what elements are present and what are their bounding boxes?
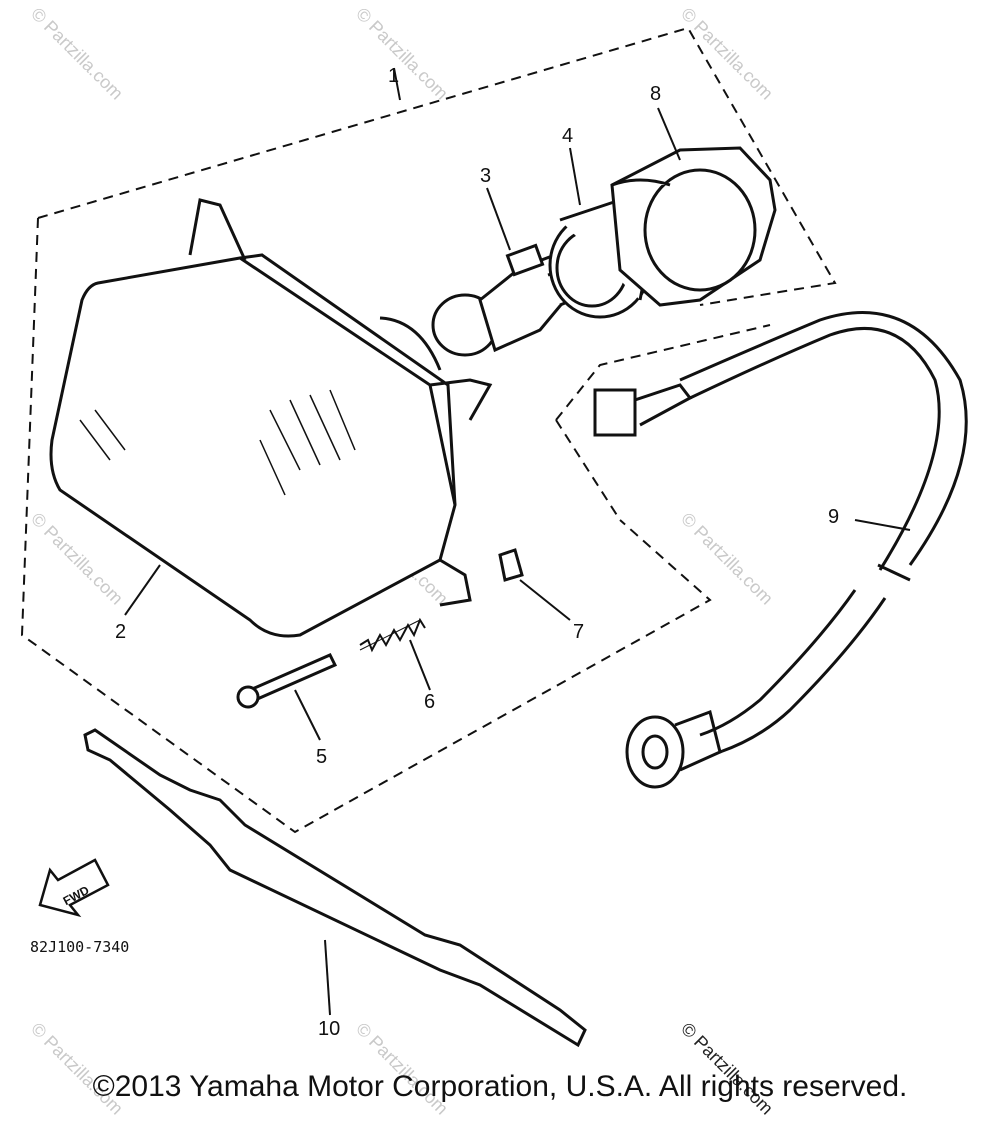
clip <box>498 548 524 582</box>
forward-arrow-icon: FWD <box>38 858 110 918</box>
callout-leaders <box>124 107 911 1016</box>
wiring-harness <box>593 311 968 789</box>
callout-4: 4 <box>562 125 573 147</box>
part-code: 82J100-7340 <box>30 938 129 956</box>
assembly-outline <box>20 26 837 834</box>
leader-1 <box>393 67 401 101</box>
watermark: © Partzilla.com <box>677 4 777 104</box>
watermark: © Partzilla.com <box>352 4 452 104</box>
callout-10: 10 <box>318 1018 340 1040</box>
adjusting-screw <box>236 653 338 709</box>
callout-8: 8 <box>650 83 661 105</box>
cover-strip <box>83 728 587 1048</box>
callout-3: 3 <box>480 165 491 187</box>
callout-1: 1 <box>388 65 399 87</box>
callout-5: 5 <box>316 746 327 768</box>
callout-labels: 1 2 3 4 5 6 7 8 9 10 <box>115 65 839 1040</box>
watermark: © Partzilla.com <box>677 509 777 609</box>
copyright-notice: ©2013 Yamaha Motor Corporation, U.S.A. A… <box>92 1070 908 1103</box>
callout-2: 2 <box>115 621 126 643</box>
callout-9: 9 <box>828 506 839 528</box>
headlight-unit <box>49 198 493 638</box>
rubber-cover <box>610 146 777 307</box>
callout-6: 6 <box>424 691 435 713</box>
callout-7: 7 <box>573 621 584 643</box>
watermark: © Partzilla.com <box>27 4 127 104</box>
spring <box>359 617 426 653</box>
